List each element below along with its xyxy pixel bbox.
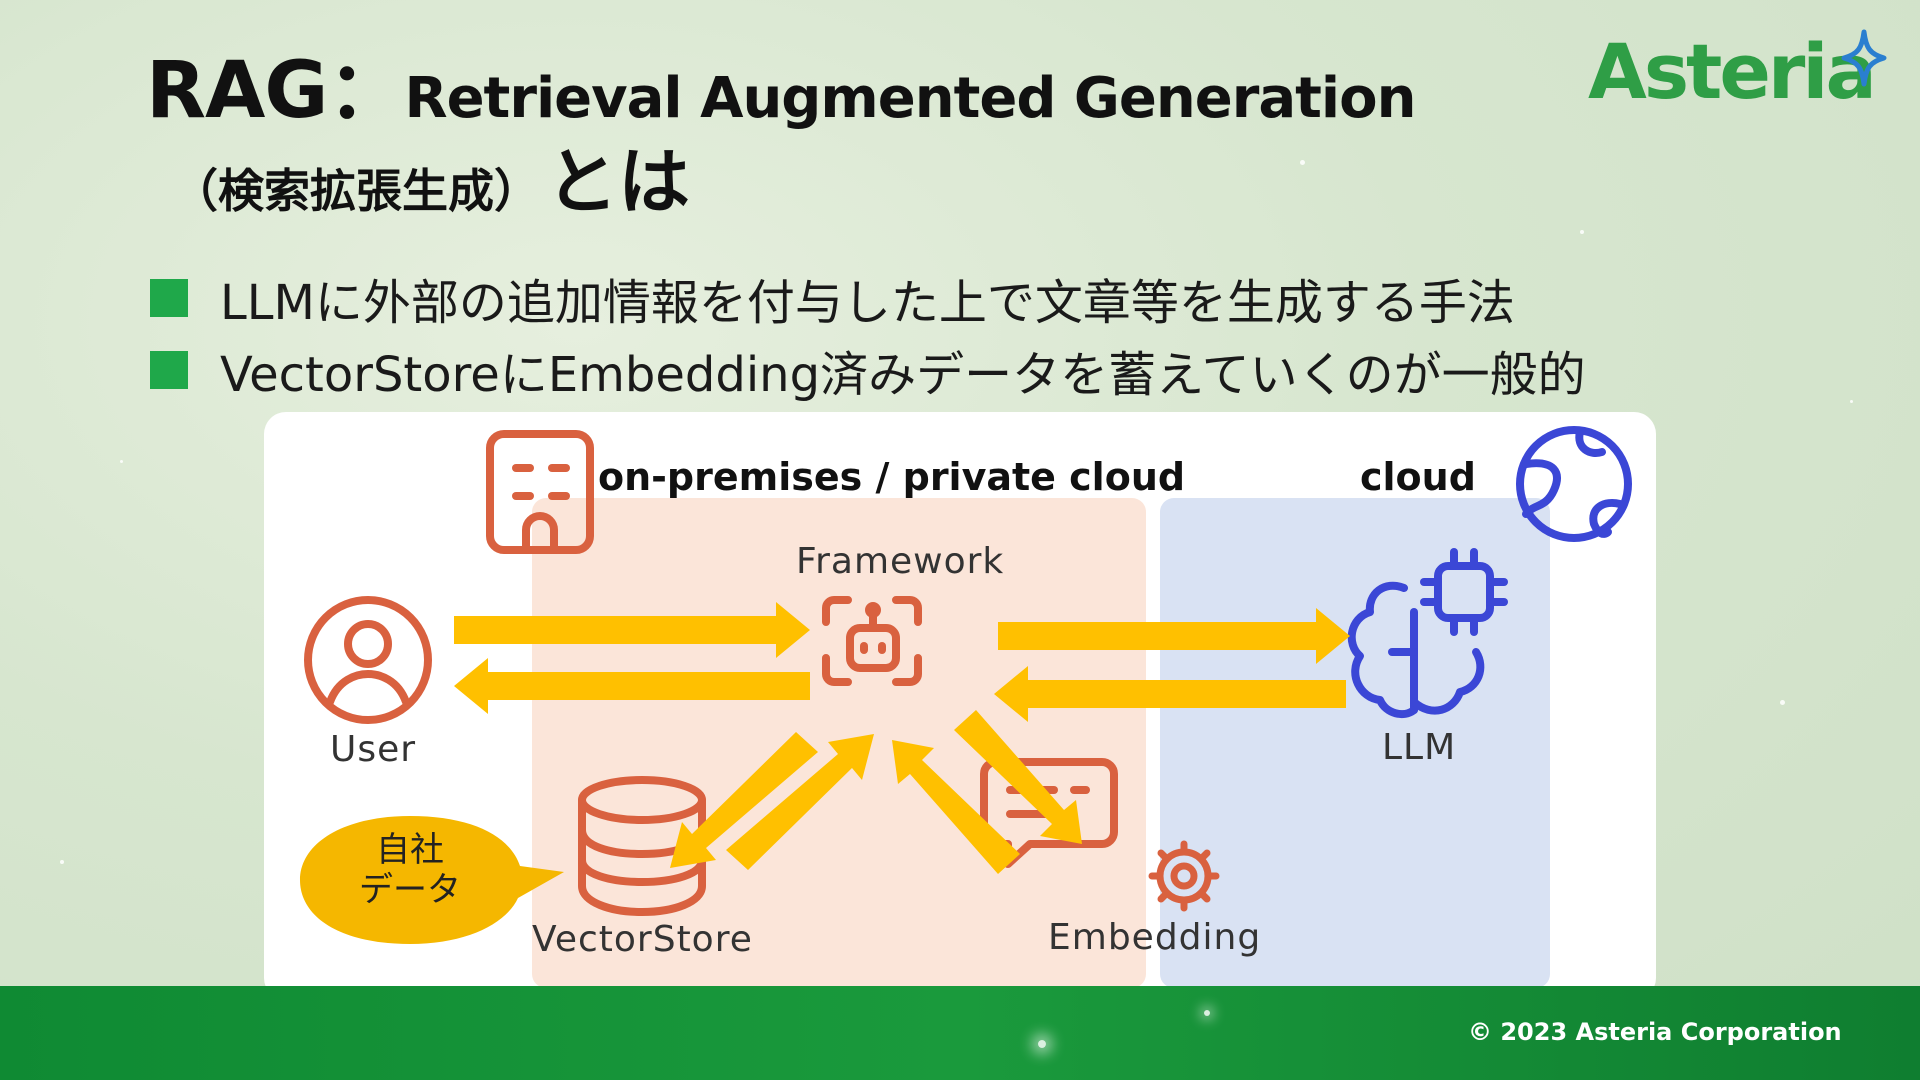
- arrow-framework-to-vectorstore: [670, 732, 818, 868]
- title-main: RAG：: [146, 46, 405, 136]
- bullet-marker: [150, 279, 188, 317]
- bullet-item: VectorStoreにEmbedding済みデータを蓄えていくのが一般的: [150, 334, 1586, 406]
- cloud-zone-label: cloud: [1360, 455, 1476, 499]
- arrow-framework-to-embedding: [954, 710, 1082, 844]
- embedding-label: Embedding: [1048, 917, 1262, 958]
- framework-label: Framework: [796, 541, 1005, 582]
- vectorstore-label: VectorStore: [532, 919, 753, 960]
- page-subtitle: （検索拡張生成）とは: [172, 146, 690, 218]
- llm-brain-icon: [1347, 581, 1485, 719]
- onprem-zone-label: on-premises / private cloud: [598, 455, 1186, 499]
- arrow-llm-to-framework: [994, 666, 1346, 722]
- diagram-canvas: [300, 426, 1632, 988]
- title-toha: とは: [546, 140, 691, 224]
- page-title: RAG：Retrieval Augmented Generation: [146, 52, 1416, 131]
- building-icon: [486, 430, 594, 554]
- asteria-logo: Asteria: [1588, 28, 1898, 128]
- rag-diagram: on-premises / private cloud cloud Framew…: [264, 412, 1656, 1000]
- gear-icon: [1148, 840, 1220, 912]
- footer-band: [0, 986, 1920, 1080]
- sparkle: [1038, 1040, 1046, 1048]
- sparkle: [120, 460, 123, 463]
- user-icon: [304, 596, 432, 724]
- bullet-item: LLMに外部の追加情報を付与した上で文章等を生成する手法: [150, 262, 1586, 334]
- title-sub: Retrieval Augmented Generation: [404, 66, 1416, 131]
- bubble-line2: データ: [359, 870, 461, 910]
- bullet-marker: [150, 351, 188, 389]
- globe-icon: [1516, 426, 1632, 542]
- chip-icon: [1420, 548, 1508, 636]
- bullet-text: LLMに外部の追加情報を付与した上で文章等を生成する手法: [220, 275, 1515, 331]
- sparkle: [1580, 230, 1584, 234]
- sparkle: [1780, 700, 1785, 705]
- arrow-embedding-to-framework: [892, 740, 1020, 874]
- sparkle: [1300, 160, 1305, 165]
- arrow-framework-to-user: [454, 658, 810, 714]
- llm-label: LLM: [1382, 727, 1457, 768]
- sparkle: [1850, 400, 1853, 403]
- bullet-text: VectorStoreにEmbedding済みデータを蓄えていくのが一般的: [220, 347, 1586, 403]
- arrow-user-to-framework: [454, 602, 810, 658]
- robot-icon: [822, 596, 922, 686]
- arrow-vectorstore-to-framework: [726, 734, 874, 870]
- user-label: User: [330, 729, 417, 770]
- title-paren: （検索拡張生成）: [172, 164, 540, 218]
- sparkle: [60, 860, 64, 864]
- flow-arrows: [454, 602, 1350, 874]
- sparkle: [1204, 1010, 1210, 1016]
- logo-text: Asteria: [1588, 27, 1877, 116]
- bubble-line1: 自社: [376, 830, 444, 870]
- bullet-list: LLMに外部の追加情報を付与した上で文章等を生成する手法 VectorStore…: [150, 262, 1586, 406]
- copyright-text: © 2023 Asteria Corporation: [1468, 1018, 1842, 1046]
- data-bubble: [300, 816, 564, 944]
- arrow-framework-to-llm: [998, 608, 1350, 664]
- star-icon: [1841, 29, 1887, 87]
